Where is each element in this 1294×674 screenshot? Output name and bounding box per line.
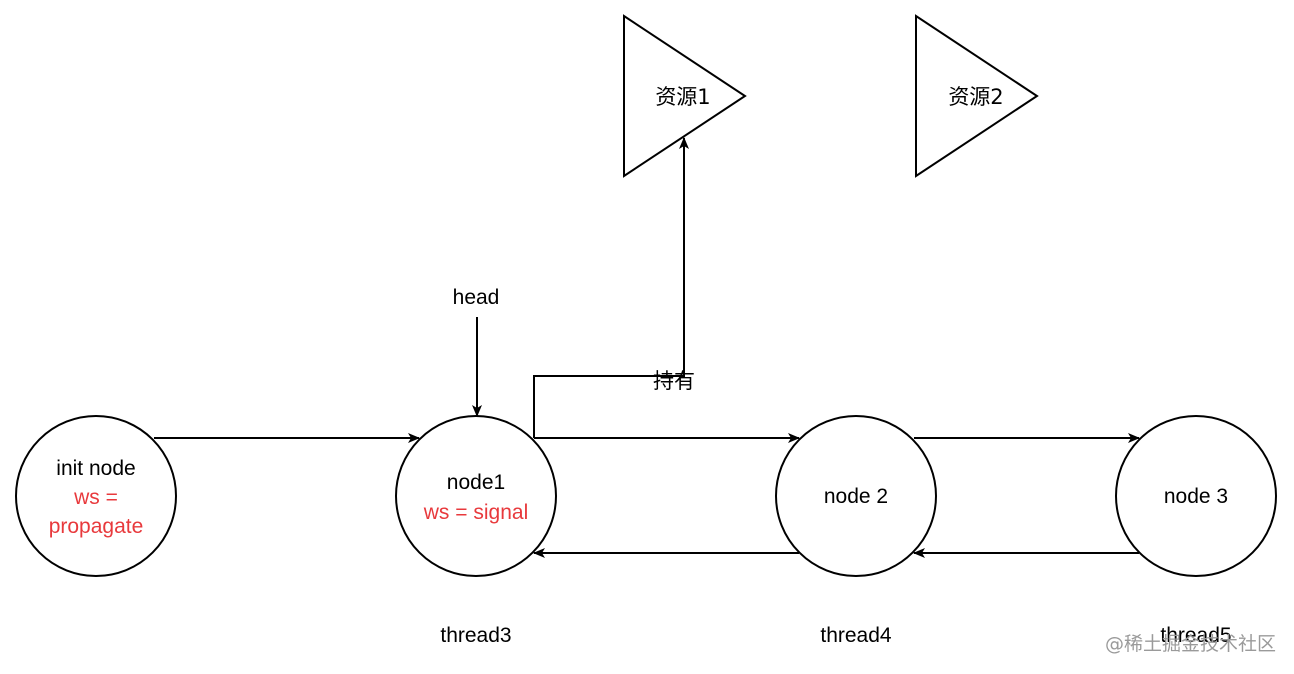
- node-init-circle: [15, 415, 177, 577]
- resource-2-triangle: [915, 14, 1039, 178]
- node-2-circle: [775, 415, 937, 577]
- node-3-circle: [1115, 415, 1277, 577]
- node-3: node 3: [1115, 415, 1277, 577]
- hold-connector: [533, 137, 689, 438]
- node-1: node1 ws = signal: [395, 415, 557, 577]
- thread-label-4: thread4: [820, 624, 892, 647]
- node-init-ws-line2: propagate: [49, 515, 144, 538]
- node-init-label: init node: [56, 457, 135, 480]
- node-2-label: node 2: [824, 485, 888, 508]
- node-init-ws-line1: ws =: [73, 486, 118, 509]
- node-1-ws: ws = signal: [423, 501, 528, 524]
- head-label: head: [453, 286, 500, 309]
- hold-label: 持有: [653, 370, 695, 393]
- node-init: init node ws = propagate: [15, 415, 177, 577]
- node-2: node 2: [775, 415, 937, 577]
- node-1-label: node1: [447, 471, 505, 494]
- watermark: @稀土掘金技术社区: [1105, 633, 1276, 655]
- resource-1-triangle: [623, 14, 747, 178]
- resource-2-label: 资源2: [948, 85, 1003, 109]
- thread-label-5: thread5: [1160, 624, 1231, 647]
- resource-1-label: 资源1: [655, 85, 710, 109]
- resource-2: 资源2: [915, 14, 1039, 178]
- node-3-label: node 3: [1164, 485, 1228, 508]
- thread-label-3: thread3: [440, 624, 511, 647]
- node-1-circle: [395, 415, 557, 577]
- resource-1: 资源1: [623, 14, 747, 178]
